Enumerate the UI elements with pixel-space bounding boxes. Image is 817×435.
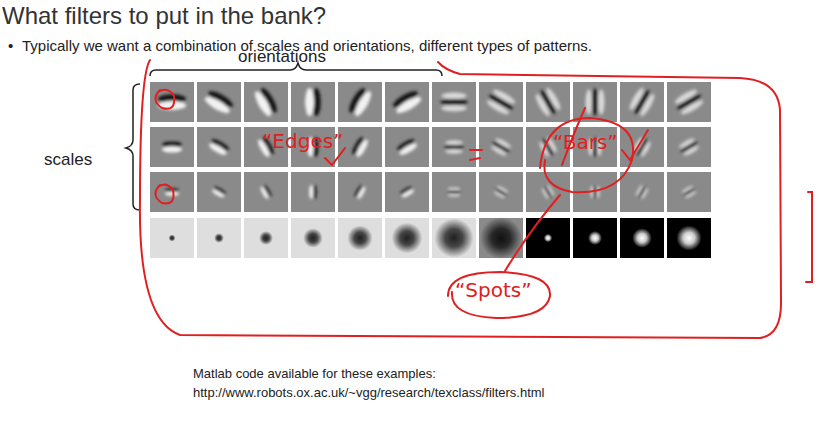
filter-cell (432, 82, 476, 122)
filter-cell (432, 218, 476, 258)
filter-cell (385, 127, 429, 167)
filter-cell (244, 82, 288, 122)
filter-cell (150, 82, 194, 122)
filter-cell (150, 127, 194, 167)
filter-cell (620, 218, 664, 258)
red-annotation (470, 150, 482, 160)
filter-cell (197, 82, 241, 122)
filter-cell (291, 82, 335, 122)
annotation-text: “Spots” (455, 279, 532, 302)
axis-label: scales (44, 150, 92, 170)
filter-cell (479, 172, 523, 212)
filter-cell (197, 218, 241, 258)
slide-title: What filters to put in the bank? (2, 2, 326, 30)
filter-cell (526, 218, 570, 258)
red-annotation (155, 90, 174, 109)
annotation-text: “Bars” (553, 131, 618, 154)
filter-cell (620, 172, 664, 212)
filter-cell (573, 218, 617, 258)
filter-cell (667, 218, 711, 258)
filter-cell (244, 218, 288, 258)
red-annotation (505, 195, 560, 271)
filter-cell (338, 172, 382, 212)
filter-cell (197, 127, 241, 167)
filter-cell (479, 127, 523, 167)
filter-cell (338, 218, 382, 258)
filter-cell (385, 218, 429, 258)
red-annotation (448, 272, 550, 318)
filter-cell (667, 127, 711, 167)
filter-cell (573, 82, 617, 122)
filter-cell (432, 127, 476, 167)
red-annotation (540, 118, 633, 192)
axis-label: orientations (238, 47, 326, 67)
red-annotation (806, 192, 812, 282)
url-text: http://www.robots.ox.ac.uk/~vgg/research… (193, 386, 545, 401)
filter-cell (385, 172, 429, 212)
filter-cell (432, 172, 476, 212)
filter-cell (620, 82, 664, 122)
filter-cell (244, 172, 288, 212)
red-annotation (155, 185, 173, 204)
filter-cell (150, 172, 194, 212)
filter-cell (479, 82, 523, 122)
filter-cell (667, 172, 711, 212)
filter-cell (338, 82, 382, 122)
scale-brace (126, 84, 140, 210)
filter-cell (291, 218, 335, 258)
filter-cell (385, 82, 429, 122)
filter-cell (291, 172, 335, 212)
filter-cell (338, 127, 382, 167)
red-annotation (622, 130, 648, 160)
filter-cell (197, 172, 241, 212)
filter-cell (526, 82, 570, 122)
note-text: Matlab code available for these examples… (193, 367, 436, 382)
filter-cell (667, 82, 711, 122)
red-annotation (140, 60, 781, 338)
filter-cell (150, 218, 194, 258)
annotation-text: “Edges” (262, 130, 343, 153)
